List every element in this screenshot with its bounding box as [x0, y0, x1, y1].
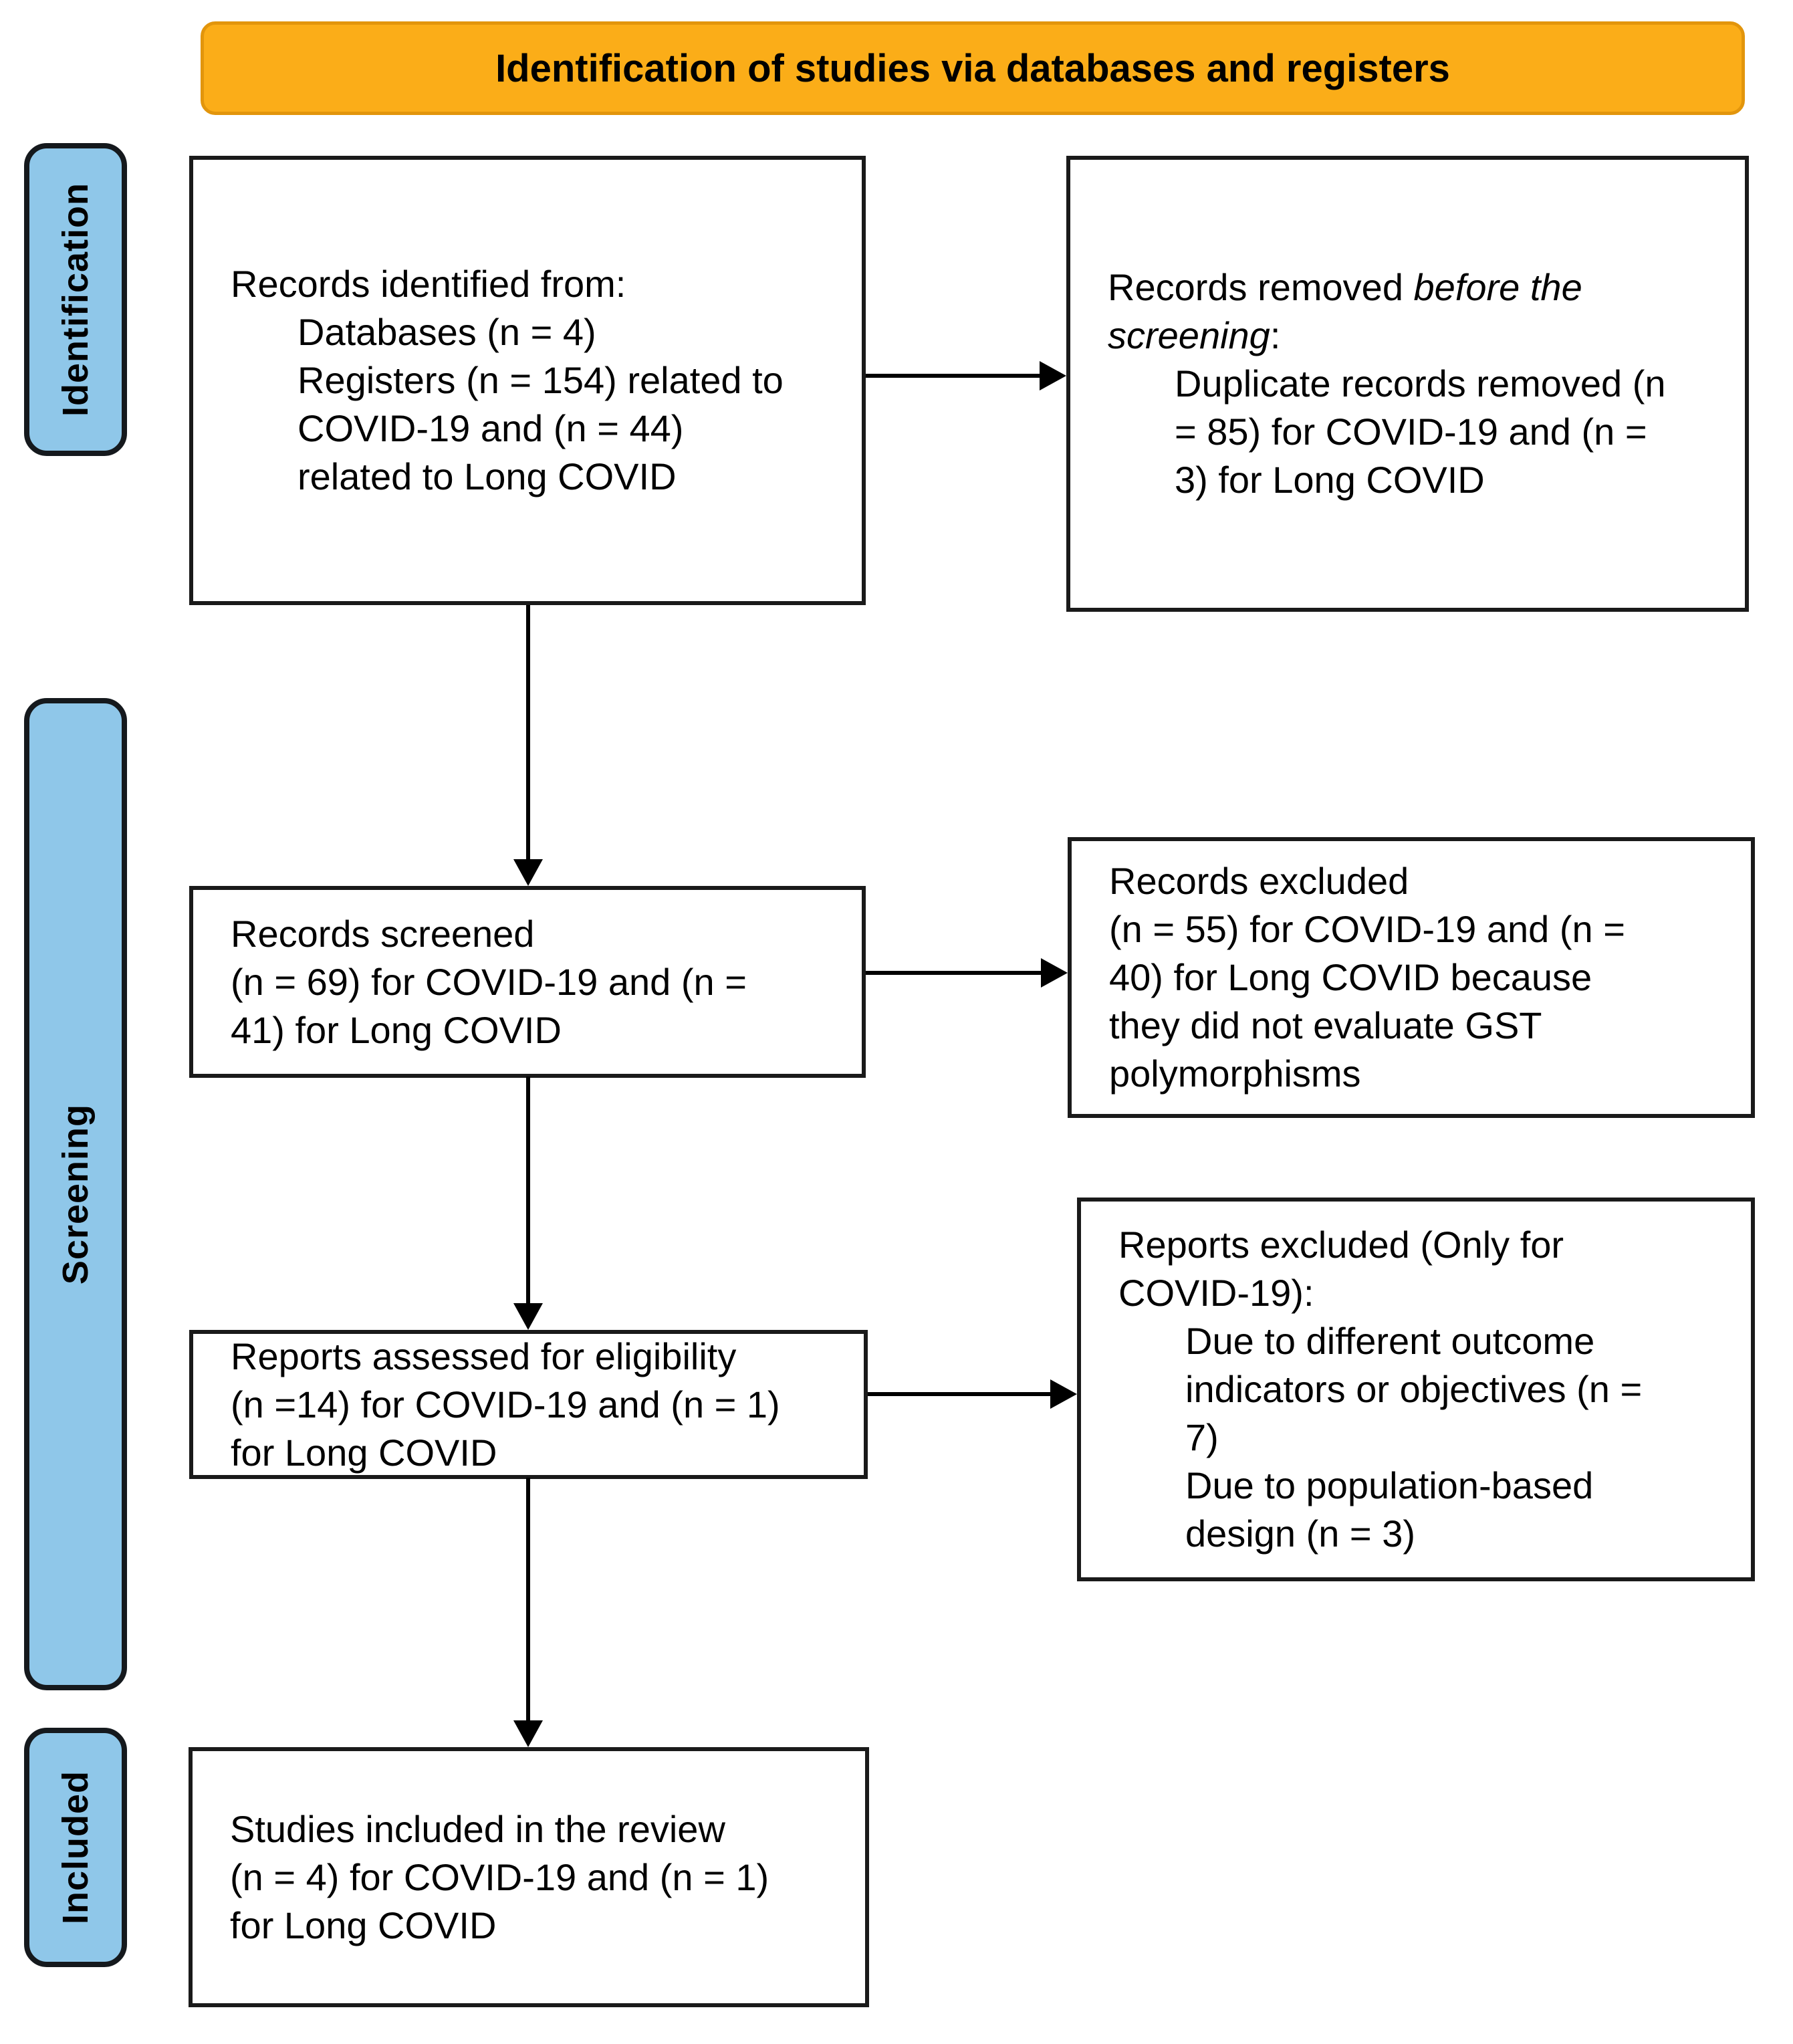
text-line: COVID-19 and (n = 44)	[297, 407, 684, 449]
arrow-screened-to-assessed-shaft	[526, 1076, 530, 1304]
box-records-screened: Records screened (n = 69) for COVID-19 a…	[189, 886, 866, 1078]
text-line: (n = 55) for COVID-19 and (n =	[1109, 908, 1625, 950]
text-line: Duplicate records removed (n	[1175, 362, 1666, 405]
text-line: COVID-19):	[1118, 1272, 1314, 1314]
box-reports-assessed: Reports assessed for eligibility (n =14)…	[189, 1330, 868, 1479]
text-line: Records excluded	[1109, 860, 1409, 902]
arrow-identified-to-screened-shaft	[526, 605, 530, 861]
text-line: for Long COVID	[231, 1431, 497, 1474]
stage-identification: Identification	[24, 143, 127, 456]
stage-included: Included	[24, 1728, 127, 1967]
arrow-assessed-to-included-head	[513, 1720, 543, 1747]
text-line: Records screened	[231, 912, 535, 955]
stage-screening: Screening	[24, 698, 127, 1690]
text-line: polymorphisms	[1109, 1052, 1361, 1095]
arrow-identified-to-removed-shaft	[866, 374, 1041, 378]
box-records-identified-text: Records identified from: Databases (n = …	[193, 260, 801, 501]
text-line: Studies included in the review	[230, 1807, 725, 1850]
box-records-excluded-text: Records excluded (n = 55) for COVID-19 a…	[1072, 857, 1643, 1098]
header-banner: Identification of studies via databases …	[201, 21, 1745, 115]
text-line: (n =14) for COVID-19 and (n = 1)	[231, 1383, 780, 1426]
arrow-screened-to-assessed-head	[513, 1303, 543, 1330]
box-records-identified: Records identified from: Databases (n = …	[189, 156, 866, 605]
text-line: they did not evaluate GST	[1109, 1004, 1542, 1046]
arrow-screened-to-excluded-shaft	[866, 971, 1042, 975]
text-segment-italic: screening	[1108, 314, 1270, 356]
text-line: (n = 4) for COVID-19 and (n = 1)	[230, 1855, 769, 1898]
text-line: Records removed before the	[1108, 263, 1666, 312]
stage-screening-label: Screening	[55, 1103, 96, 1285]
box-studies-included-text: Studies included in the review (n = 4) f…	[193, 1805, 786, 1950]
arrow-screened-to-excluded-head	[1041, 958, 1068, 988]
box-records-removed-text: Records removed before the screening: Du…	[1070, 263, 1683, 504]
text-line: Reports excluded (Only for	[1118, 1224, 1564, 1266]
text-line: Records identified from:	[231, 263, 626, 305]
box-reports-excluded-text: Reports excluded (Only for COVID-19): Du…	[1081, 1221, 1659, 1558]
box-reports-assessed-text: Reports assessed for eligibility (n =14)…	[193, 1333, 798, 1477]
text-line: related to Long COVID	[297, 455, 677, 497]
header-title: Identification of studies via databases …	[495, 46, 1450, 90]
text-line: (n = 69) for COVID-19 and (n =	[231, 960, 747, 1003]
arrow-assessed-to-included-shaft	[526, 1478, 530, 1722]
arrow-identified-to-screened-head	[513, 859, 543, 886]
box-records-excluded: Records excluded (n = 55) for COVID-19 a…	[1068, 837, 1755, 1118]
text-line: Registers (n = 154) related to	[297, 359, 784, 401]
text-line: for Long COVID	[230, 1904, 497, 1946]
text-segment: :	[1270, 314, 1281, 356]
arrow-assessed-to-reports-excluded-shaft	[868, 1392, 1052, 1396]
box-records-removed: Records removed before the screening: Du…	[1066, 156, 1749, 612]
stage-included-label: Included	[55, 1770, 96, 1924]
stage-identification-label: Identification	[55, 183, 96, 417]
box-records-screened-text: Records screened (n = 69) for COVID-19 a…	[193, 910, 764, 1054]
arrow-assessed-to-reports-excluded-head	[1050, 1379, 1077, 1409]
box-studies-included: Studies included in the review (n = 4) f…	[189, 1747, 869, 2007]
text-line: 40) for Long COVID because	[1109, 956, 1592, 998]
text-line: 3) for Long COVID	[1175, 459, 1485, 501]
text-line: Reports assessed for eligibility	[231, 1335, 737, 1377]
text-line: = 85) for COVID-19 and (n =	[1175, 411, 1647, 453]
text-line: 41) for Long COVID	[231, 1008, 562, 1051]
text-line: Due to population-based	[1185, 1464, 1594, 1506]
text-line: 7)	[1185, 1416, 1219, 1458]
text-line: Due to different outcome	[1185, 1320, 1595, 1362]
text-line: Databases (n = 4)	[297, 311, 596, 353]
text-segment: Records removed	[1108, 266, 1414, 308]
text-segment-italic: before the	[1413, 266, 1582, 308]
text-line: indicators or objectives (n =	[1185, 1368, 1643, 1410]
text-line: screening:	[1108, 312, 1666, 360]
box-reports-excluded: Reports excluded (Only for COVID-19): Du…	[1077, 1198, 1755, 1581]
text-line: design (n = 3)	[1185, 1512, 1415, 1555]
arrow-identified-to-removed-head	[1040, 361, 1066, 390]
